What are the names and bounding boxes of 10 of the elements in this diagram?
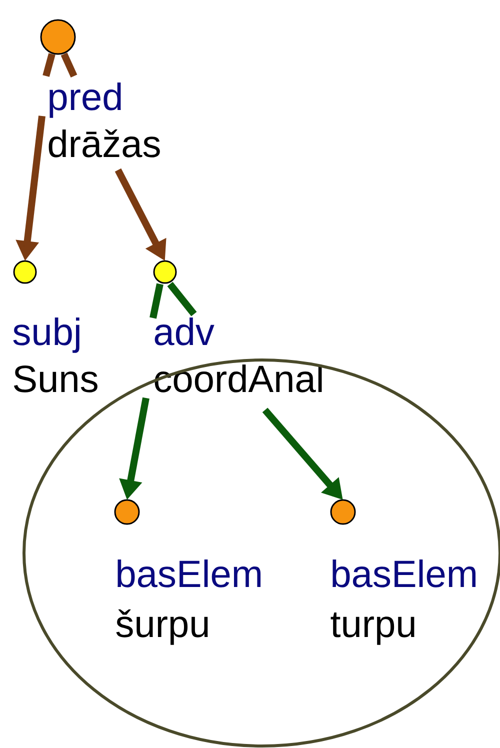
- word-label: šurpu: [116, 609, 208, 645]
- role-label: basElem: [118, 559, 261, 588]
- role-label: adv: [154, 317, 214, 346]
- word-label: turpu: [330, 612, 414, 645]
- role-label: basElem: [332, 559, 476, 588]
- role-label: pred: [50, 82, 121, 118]
- role-label: subj: [13, 317, 80, 353]
- word-label: drāžas: [48, 129, 160, 158]
- word-label: Suns: [14, 365, 98, 392]
- word-label: coordAnal: [154, 364, 322, 392]
